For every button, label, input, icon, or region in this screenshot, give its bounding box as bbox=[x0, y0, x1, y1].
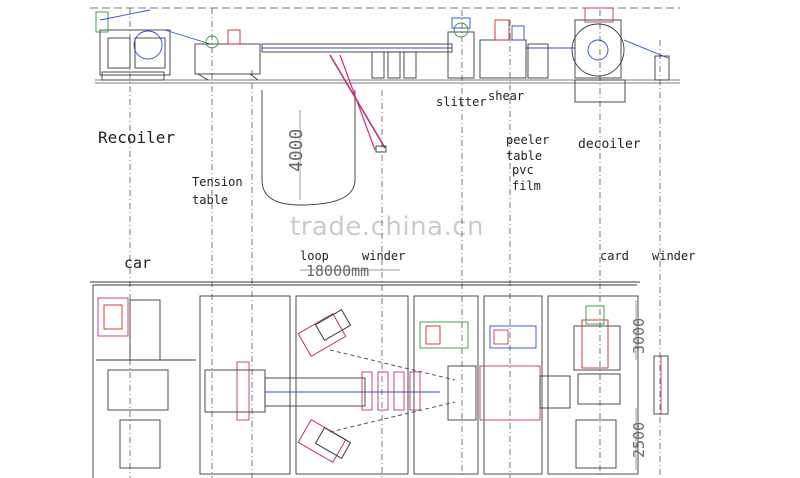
winder-right-plan bbox=[653, 355, 669, 415]
pass-line bbox=[261, 43, 453, 79]
car-plan bbox=[96, 297, 196, 469]
recoiler-machine bbox=[95, 9, 211, 81]
decoiler-machine bbox=[571, 7, 670, 103]
label-shear: shear bbox=[488, 89, 525, 103]
winder-top-plan bbox=[297, 309, 456, 381]
slitter-plan bbox=[419, 321, 537, 349]
label-pvc-line2: film bbox=[512, 179, 541, 193]
main-line-plan bbox=[204, 361, 571, 421]
baselines bbox=[90, 7, 680, 84]
dim-3000: 3000 bbox=[630, 317, 648, 354]
dim-2500: 2500 bbox=[630, 421, 648, 458]
label-card: card bbox=[600, 249, 629, 263]
dim-18000: 18000mm bbox=[306, 262, 370, 280]
label-tension-line2: table bbox=[192, 193, 229, 207]
label-peeler-line2: table bbox=[506, 149, 543, 163]
label-peeler-line1: peeler bbox=[506, 133, 550, 147]
slitter-shear-machine bbox=[447, 17, 575, 79]
label-winder-mid: winder bbox=[362, 249, 406, 263]
dim-4000: 4000 bbox=[286, 128, 307, 172]
label-decoiler: decoiler bbox=[578, 137, 641, 152]
loop-pit bbox=[261, 54, 387, 206]
dim-right-lines bbox=[300, 269, 637, 470]
label-pvc-line1: pvc bbox=[512, 163, 534, 177]
plan-outline bbox=[90, 281, 640, 478]
label-winder-right: winder bbox=[652, 249, 696, 263]
label-tension-line1: Tension bbox=[192, 175, 243, 189]
label-recoiler: Recoiler bbox=[98, 128, 176, 147]
winder-bottom-plan bbox=[297, 401, 456, 463]
label-loop: loop bbox=[300, 249, 329, 263]
watermark: trade.china.cn bbox=[290, 212, 485, 242]
label-slitter: slitter bbox=[436, 95, 487, 109]
label-car: car bbox=[124, 254, 152, 272]
centerlines bbox=[129, 8, 661, 478]
decoiler-plan bbox=[573, 305, 621, 469]
tension-table-machine bbox=[194, 29, 261, 81]
